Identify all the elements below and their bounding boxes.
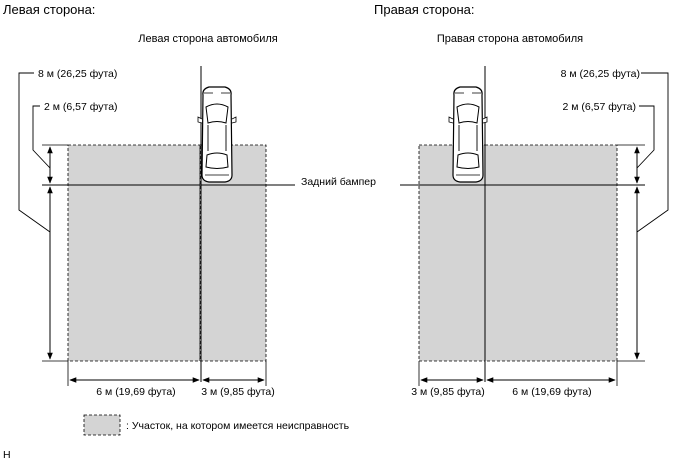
footer-code: H	[3, 449, 11, 461]
legend-swatch	[83, 414, 121, 436]
right-car-icon	[448, 86, 488, 183]
right-diagram: Правая сторона автомобиля 8 м (26,25 фут…	[400, 33, 669, 398]
left-leader-8m	[18, 72, 51, 233]
right-subtitle: Правая сторона автомобиля	[437, 33, 583, 45]
right-heading: Правая сторона:	[374, 2, 474, 17]
left-diagram: Левая сторона автомобиля 8 м (26,25 фута…	[18, 33, 295, 398]
legend-text: : Участок, на котором имеется неисправно…	[126, 420, 350, 432]
left-label-8m: 8 м (26,25 фута)	[38, 68, 117, 80]
left-leader-2m	[32, 105, 51, 169]
left-subtitle: Левая сторона автомобиля	[138, 33, 277, 45]
right-label-8m: 8 м (26,25 фута)	[561, 68, 640, 80]
rear-bumper-label: Задний бампер	[301, 176, 376, 188]
left-fault-zone-main	[67, 144, 201, 362]
right-leader-2m	[636, 105, 655, 169]
right-label-2m: 2 м (6,57 фута)	[562, 101, 636, 113]
left-label-3m: 3 м (9,85 фута)	[201, 386, 275, 398]
right-fault-zone-main	[484, 144, 618, 362]
right-leader-8m	[636, 72, 669, 233]
left-heading: Левая сторона:	[3, 2, 95, 17]
right-label-3m: 3 м (9,85 фута)	[411, 386, 485, 398]
left-car-icon	[197, 86, 237, 183]
legend: : Участок, на котором имеется неисправно…	[83, 414, 350, 436]
left-label-6m: 6 м (19,69 фута)	[96, 386, 175, 398]
left-label-2m: 2 м (6,57 фута)	[44, 101, 118, 113]
right-label-6m: 6 м (19,69 фута)	[512, 386, 591, 398]
